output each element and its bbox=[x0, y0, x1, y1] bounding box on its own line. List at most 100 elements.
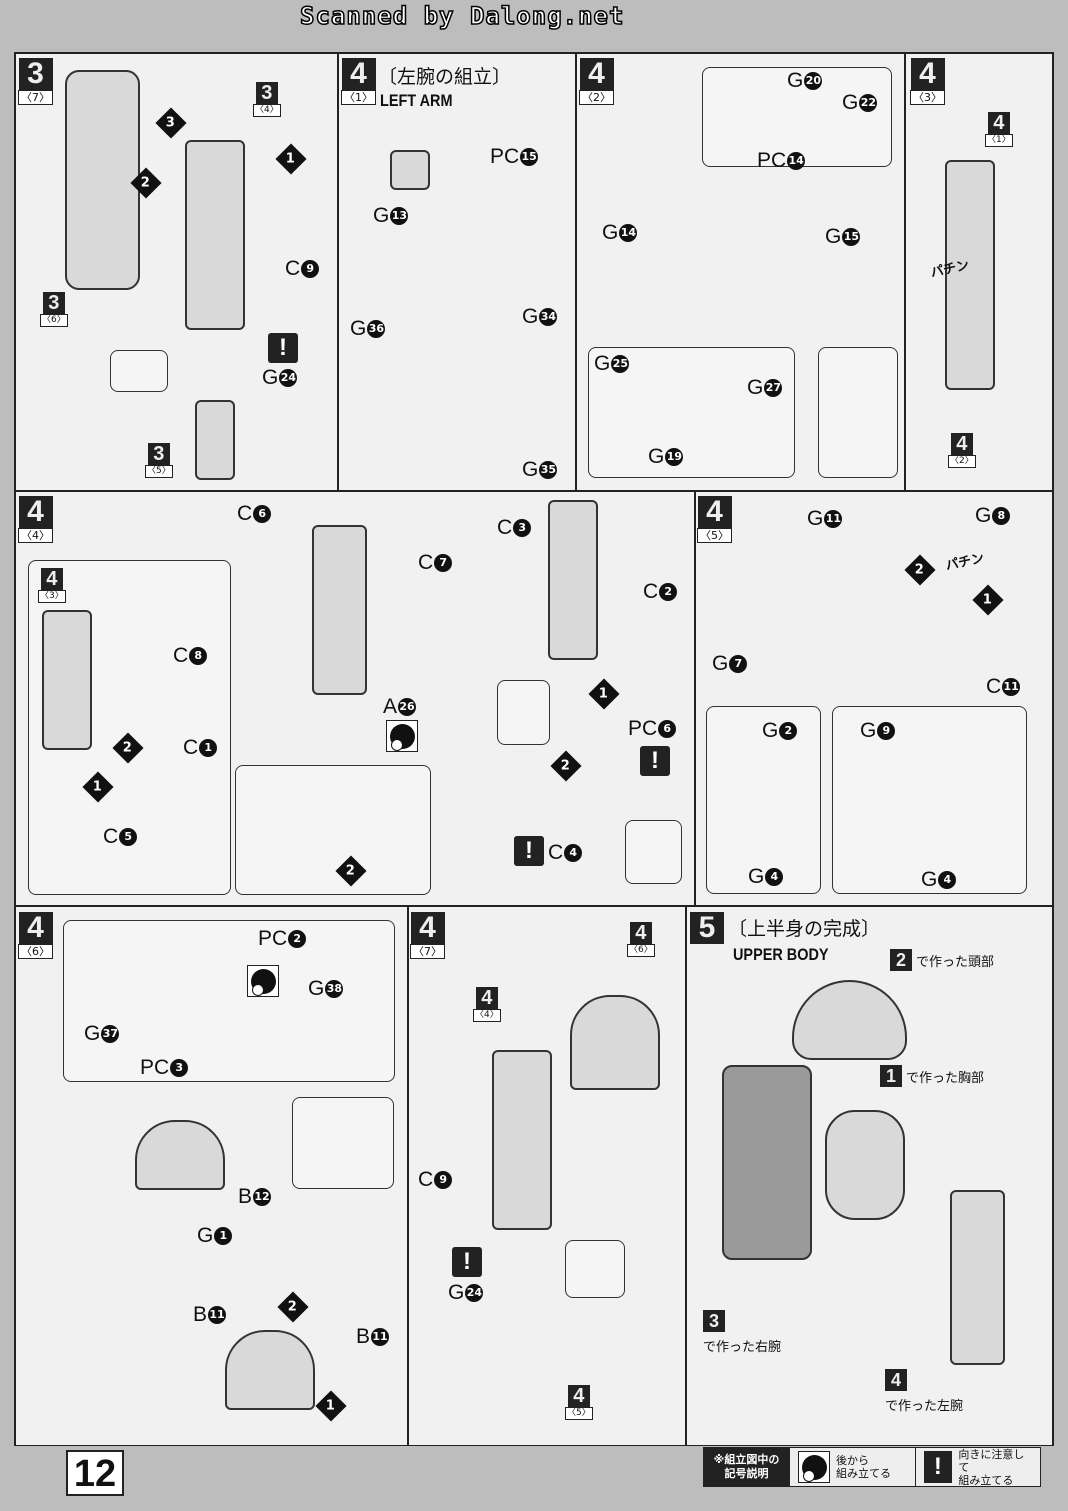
label-text: PC bbox=[757, 149, 787, 172]
shoulder-illustration bbox=[225, 1330, 315, 1410]
label-text: 26 bbox=[398, 698, 417, 716]
step-marker: 4〈6〉 bbox=[18, 912, 53, 959]
part-letter: G bbox=[262, 366, 279, 389]
step-number: 4 bbox=[18, 912, 53, 944]
legend-item-back: 後から 組み立てる bbox=[789, 1448, 915, 1486]
label-text: 後から 組み立てる bbox=[836, 1454, 891, 1480]
arm-illustration bbox=[185, 140, 245, 330]
step-marker: 4〈1〉 bbox=[341, 58, 376, 105]
ref-sub: 〈5〉 bbox=[145, 465, 173, 478]
part-number: 24 bbox=[279, 369, 298, 387]
label-text: C bbox=[986, 675, 1002, 698]
label-text: 35 bbox=[539, 461, 558, 479]
label-text: C bbox=[237, 502, 253, 525]
step-number: 3 bbox=[18, 58, 53, 90]
label-text: 2 bbox=[141, 175, 151, 191]
label-text: 27 bbox=[764, 379, 783, 397]
label-text: 〈3〉 bbox=[38, 590, 66, 603]
label-text: C bbox=[548, 841, 564, 864]
label-text: 11 bbox=[208, 1306, 227, 1324]
label-text: 14 bbox=[787, 152, 806, 170]
label-text: 14 bbox=[619, 224, 638, 242]
shoulder-illustration bbox=[570, 995, 660, 1090]
step-marker: 4〈2〉 bbox=[579, 58, 614, 105]
detail-inset bbox=[497, 680, 550, 745]
back-assembly-icon bbox=[247, 965, 279, 997]
label-text: 12 bbox=[253, 1188, 272, 1206]
label-text: PC bbox=[258, 927, 288, 950]
symbol-legend: ※組立図中の 記号説明 後から 組み立てる !向きに注意して 組み立てる bbox=[703, 1447, 1041, 1487]
step-ref: 4〈3〉 bbox=[38, 568, 66, 603]
label-text: 4 bbox=[765, 868, 784, 886]
step-title-en: UPPER BODY bbox=[733, 945, 829, 964]
label-text: 3 bbox=[170, 1059, 189, 1077]
part-letter: C bbox=[285, 257, 301, 280]
arm-illustration bbox=[42, 610, 92, 750]
label-text: G bbox=[522, 305, 539, 328]
label-text: 4 bbox=[987, 112, 1010, 134]
label-text: PC bbox=[628, 717, 658, 740]
label-text: 4 bbox=[564, 844, 583, 862]
hand-illustration bbox=[195, 400, 235, 480]
label-text: C bbox=[418, 1168, 434, 1191]
label-text: 19 bbox=[665, 448, 684, 466]
warning-icon: ! bbox=[268, 333, 298, 363]
label-text: 37 bbox=[101, 1025, 120, 1043]
step-number: 4 bbox=[341, 58, 376, 90]
label-text: 〈6〉 bbox=[627, 944, 655, 957]
label-text: 3 bbox=[513, 519, 532, 537]
label-text: PC bbox=[140, 1056, 170, 1079]
label-text: B bbox=[238, 1185, 253, 1208]
label-text: G bbox=[712, 652, 729, 675]
label-text: G bbox=[448, 1281, 465, 1304]
label-text: 1 bbox=[983, 592, 993, 608]
label-text: G bbox=[373, 204, 390, 227]
step-title-jp: 〔上半身の完成〕 bbox=[728, 918, 881, 940]
label-text: 2 bbox=[561, 758, 571, 774]
shoulder-shield-illustration bbox=[65, 70, 140, 290]
part-number: 9 bbox=[301, 260, 320, 278]
label-text: 向きに注意して 組み立てる bbox=[958, 1447, 1025, 1487]
label-text: G bbox=[747, 376, 764, 399]
step-sub: 〈3〉 bbox=[910, 90, 945, 105]
label-text: 8 bbox=[992, 507, 1011, 525]
step-sub: 〈2〉 bbox=[579, 90, 614, 105]
label-text: 22 bbox=[859, 94, 878, 112]
arm-illustration bbox=[492, 1050, 552, 1230]
step-marker: 4〈3〉 bbox=[910, 58, 945, 105]
detail-inset bbox=[292, 1097, 394, 1189]
step-ref: 3〈6〉 bbox=[40, 292, 68, 327]
label-text: G bbox=[522, 458, 539, 481]
label-text: 9 bbox=[434, 1171, 453, 1189]
step-sub: 〈6〉 bbox=[18, 944, 53, 959]
scan-watermark: Scanned by Dalong.net bbox=[299, 1, 625, 31]
detail-inset bbox=[625, 820, 682, 884]
step-title-en: LEFT ARM bbox=[380, 91, 453, 110]
arm-illustration bbox=[945, 160, 995, 390]
label-text: 〈5〉 bbox=[565, 1407, 593, 1420]
label-text: 36 bbox=[367, 320, 386, 338]
label-text: 6 bbox=[658, 720, 677, 738]
label-text: G bbox=[860, 719, 877, 742]
label-text: 7 bbox=[434, 554, 453, 572]
detail-inset bbox=[110, 350, 168, 392]
step-number: 5 bbox=[690, 912, 724, 944]
